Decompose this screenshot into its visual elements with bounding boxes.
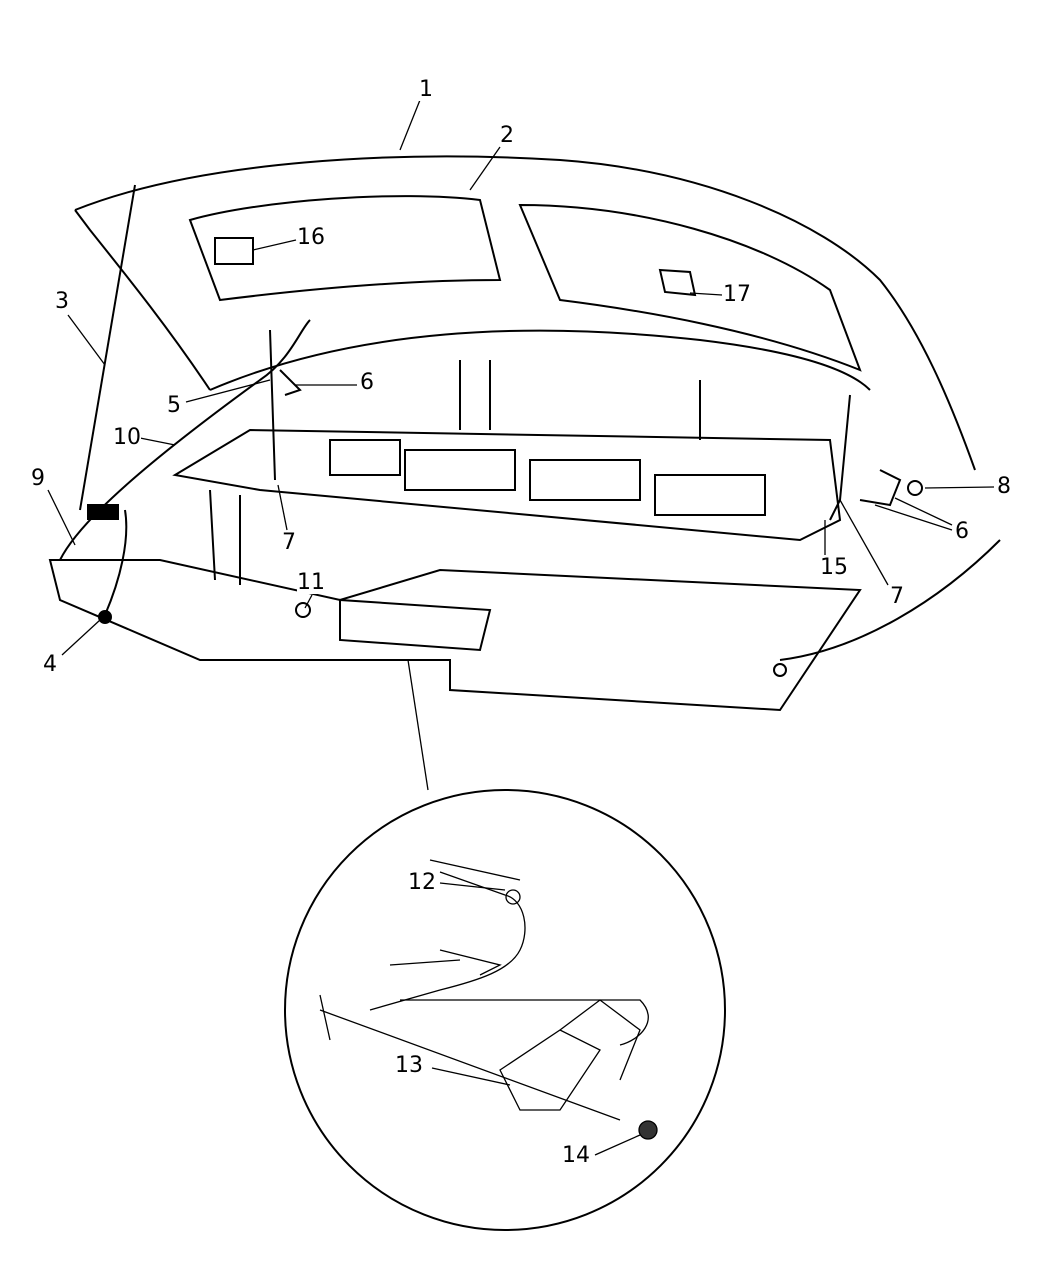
callout-5: 5	[167, 393, 181, 418]
label-16-decal	[214, 237, 254, 265]
hood-inner-right-panel	[518, 203, 862, 372]
callout-17: 17	[723, 282, 751, 307]
callout-10: 10	[113, 425, 141, 450]
hood-inner-left-panel	[188, 195, 502, 302]
callout-15: 15	[820, 555, 848, 580]
callout-11: 11	[297, 570, 325, 595]
callout-6b: 6	[955, 519, 969, 544]
callout-6: 6	[360, 370, 374, 395]
callout-12: 12	[408, 870, 436, 895]
callout-16: 16	[297, 225, 325, 250]
callout-7: 7	[282, 530, 296, 555]
callout-8: 8	[997, 474, 1011, 499]
detail-view-circle	[284, 789, 726, 1231]
callout-7b: 7	[890, 584, 904, 609]
label-17-decal	[658, 268, 697, 297]
radiator-crossmember	[172, 428, 842, 542]
callout-2: 2	[500, 123, 514, 148]
hood-prop-rod	[79, 184, 136, 511]
callout-3: 3	[55, 289, 69, 314]
lower-support	[48, 559, 862, 712]
callout-9: 9	[31, 466, 45, 491]
callout-13: 13	[395, 1053, 423, 1078]
callout-4: 4	[43, 652, 57, 677]
hood-panel	[74, 155, 976, 471]
callout-1: 1	[419, 77, 433, 102]
hood-release-cable	[59, 319, 311, 561]
callout-14: 14	[562, 1143, 590, 1168]
leader-lines	[47, 99, 995, 791]
